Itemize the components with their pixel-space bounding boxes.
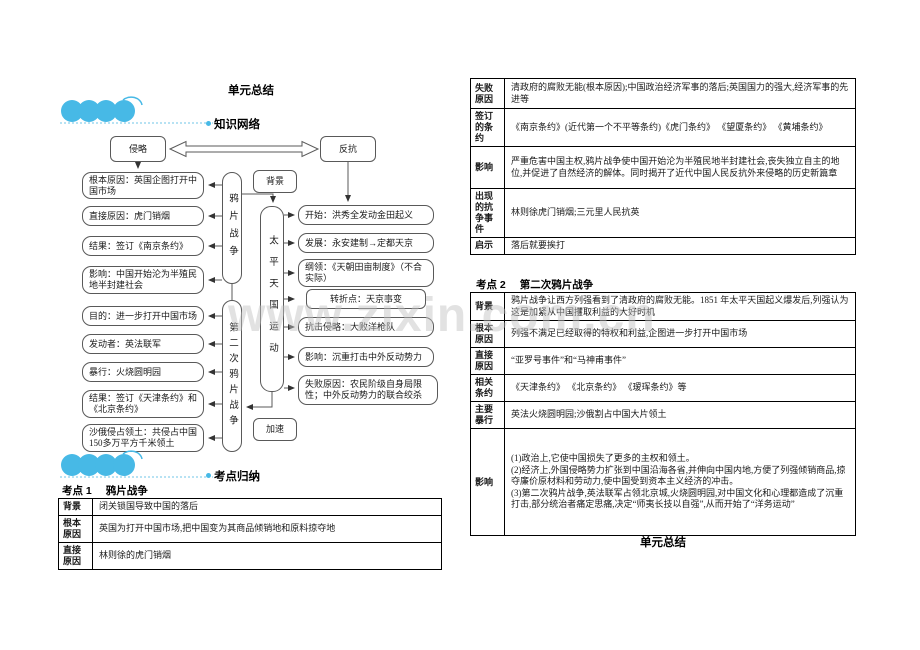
row-value: “亚罗号事件”和“马神甫事件” bbox=[511, 355, 626, 366]
blue-circles-icon bbox=[60, 450, 213, 478]
row-value: 英法火烧圆明园;沙俄割占中国大片领土 bbox=[511, 409, 667, 420]
node-second-opium-war: 第二次鸦片战争 bbox=[222, 300, 242, 452]
branch-taiping-development: 发展：永安建制→定都天京 bbox=[298, 233, 434, 253]
row-value: 英国为打开中国市场,把中国变为其商品倾销地和原料掠夺地 bbox=[99, 522, 336, 533]
row-header: 背景 bbox=[59, 499, 93, 515]
table-row: 背景 闭关锁国导致中国的落后 bbox=[59, 499, 441, 515]
row-header: 主要暴行 bbox=[471, 402, 505, 428]
row-value: 严重危害中国主权,鸦片战争使中国开始沦为半殖民地半封建社会,丧失独立自主的地位,… bbox=[511, 156, 840, 178]
table-row: 相关条约 《天津条约》 《北京条约》 《瑷珲条约》等 bbox=[471, 374, 855, 401]
section-label-exam-points: 考点归纳 bbox=[206, 468, 260, 484]
table-row: 直接原因 林则徐的虎门销烟 bbox=[59, 541, 441, 569]
kaodian1-number: 考点 1 bbox=[62, 485, 92, 497]
branch-opium-root-cause: 根本原因：英国企图打开中国市场 bbox=[82, 172, 204, 199]
table-row: 启示 落后就要挨打 bbox=[471, 237, 855, 254]
node-invasion: 侵略 bbox=[110, 136, 166, 162]
branch-second-purpose: 目的：进一步打开中国市场 bbox=[82, 306, 204, 326]
row-value: 落后就要挨打 bbox=[511, 240, 566, 250]
row-value: 清政府的腐败无能(根本原因);中国政治经济军事的落后;英国国力的强大,经济军事的… bbox=[511, 82, 849, 104]
table-row: 失败原因 清政府的腐败无能(根本原因);中国政治经济军事的落后;英国国力的强大,… bbox=[471, 79, 855, 108]
node-accelerate-label: 加速 bbox=[253, 418, 297, 441]
row-header: 直接原因 bbox=[471, 348, 505, 374]
row-header: 签订的条约 bbox=[471, 109, 505, 146]
row-header: 根本原因 bbox=[59, 515, 93, 542]
kaodian1-table: 背景 闭关锁国导致中国的落后 根本原因 英国为打开中国市场,把中国变为其商品倾销… bbox=[58, 498, 442, 570]
branch-taiping-start: 开始：洪秀全发动金田起义 bbox=[298, 205, 434, 225]
row-header: 影响 bbox=[471, 147, 505, 188]
section-label-knowledge-network: 知识网络 bbox=[206, 116, 260, 132]
row-header: 直接原因 bbox=[59, 542, 93, 569]
row-value: (1)政治上,它使中国损失了更多的主权和领土。 (2)经济上,外国侵略势力扩张到… bbox=[511, 453, 846, 510]
section-decoration-circles bbox=[60, 96, 215, 128]
row-header: 相关条约 bbox=[471, 375, 505, 401]
kaodian1-title: 鸦片战争 bbox=[105, 485, 148, 497]
page-title: 单元总结 bbox=[228, 85, 274, 97]
branch-second-initiator: 发动者：英法联军 bbox=[82, 334, 204, 354]
row-header: 影响 bbox=[471, 429, 505, 535]
row-value: 列强不满足已经取得的特权和利益,企图进一步打开中国市场 bbox=[511, 328, 748, 339]
branch-taiping-turning-point: 转折点：天京事变 bbox=[306, 289, 426, 309]
row-header: 失败原因 bbox=[471, 79, 505, 108]
row-value: 鸦片战争让西方列强看到了清政府的腐败无能。1851 年太平天国起义爆发后,列强认… bbox=[511, 295, 849, 317]
page-footer-title: 单元总结 bbox=[640, 537, 686, 549]
table-row: 出现的抗争事件 林则徐虎门销烟;三元里人民抗英 bbox=[471, 188, 855, 237]
node-opium-war: 鸦片战争 bbox=[222, 172, 242, 284]
row-value: 林则徐虎门销烟;三元里人民抗英 bbox=[511, 207, 640, 218]
table-row: 签订的条约 《南京条约》(近代第一个不平等条约)《虎门条约》 《望厦条约》 《黄… bbox=[471, 108, 855, 146]
table-row: 根本原因 英国为打开中国市场,把中国变为其商品倾销地和原料掠夺地 bbox=[59, 514, 441, 542]
row-value: 《南京条约》(近代第一个不平等条约)《虎门条约》 《望厦条约》 《黄埔条约》 bbox=[511, 121, 828, 132]
table-row: 影响 严重危害中国主权,鸦片战争使中国开始沦为半殖民地半封建社会,丧失独立自主的… bbox=[471, 146, 855, 188]
branch-taiping-impact: 影响：沉重打击中外反动势力 bbox=[298, 347, 434, 367]
branch-taiping-resist-invasion: 抗击侵略：大败洋枪队 bbox=[298, 317, 434, 337]
section-decoration-circles bbox=[60, 450, 215, 482]
branch-second-atrocity: 暴行：火烧圆明园 bbox=[82, 362, 204, 382]
branch-taiping-failure-reason: 失败原因：农民阶级自身局限性；中外反动势力的联合绞杀 bbox=[298, 375, 438, 405]
node-background-label: 背景 bbox=[253, 170, 297, 193]
row-value: 林则徐的虎门销烟 bbox=[99, 549, 172, 560]
kaodian1-continuation-table: 失败原因 清政府的腐败无能(根本原因);中国政治经济军事的落后;英国国力的强大,… bbox=[470, 78, 856, 255]
kaodian2-number: 考点 2 bbox=[476, 279, 506, 291]
table-row: 根本原因 列强不满足已经取得的特权和利益,企图进一步打开中国市场 bbox=[471, 320, 855, 347]
branch-opium-direct-cause: 直接原因：虎门销烟 bbox=[82, 206, 204, 226]
branch-opium-impact: 影响：中国开始沦为半殖民地半封建社会 bbox=[82, 266, 204, 294]
kaodian2-heading: 考点 2 第二次鸦片战争 bbox=[476, 277, 593, 292]
table-row: 影响 (1)政治上,它使中国损失了更多的主权和领土。 (2)经济上,外国侵略势力… bbox=[471, 428, 855, 535]
row-header: 背景 bbox=[471, 293, 505, 320]
table-row: 直接原因 “亚罗号事件”和“马神甫事件” bbox=[471, 347, 855, 374]
row-header: 根本原因 bbox=[471, 321, 505, 347]
row-header: 出现的抗争事件 bbox=[471, 189, 505, 237]
branch-second-result: 结果：签订《天津条约》和《北京条约》 bbox=[82, 390, 204, 418]
row-value: 闭关锁国导致中国的落后 bbox=[99, 501, 199, 511]
table-row: 主要暴行 英法火烧圆明园;沙俄割占中国大片领土 bbox=[471, 401, 855, 428]
node-resistance: 反抗 bbox=[320, 136, 376, 162]
branch-opium-result: 结果：签订《南京条约》 bbox=[82, 236, 204, 256]
node-taiping-movement: 太平天国运动 bbox=[260, 206, 284, 392]
branch-second-russia-territory: 沙俄侵占领土：共侵占中国150多万平方千米领土 bbox=[82, 424, 204, 452]
table-row: 背景 鸦片战争让西方列强看到了清政府的腐败无能。1851 年太平天国起义爆发后,… bbox=[471, 293, 855, 320]
kaodian1-heading: 考点 1 鸦片战争 bbox=[62, 483, 148, 498]
row-header: 启示 bbox=[471, 238, 505, 254]
kaodian2-table: 背景 鸦片战争让西方列强看到了清政府的腐败无能。1851 年太平天国起义爆发后,… bbox=[470, 292, 856, 536]
row-value: 《天津条约》 《北京条约》 《瑷珲条约》等 bbox=[511, 382, 687, 393]
kaodian2-title: 第二次鸦片战争 bbox=[519, 279, 594, 291]
branch-taiping-program: 纲领：《天朝田亩制度》（不合实际） bbox=[298, 259, 434, 287]
blue-circles-icon bbox=[60, 96, 213, 124]
